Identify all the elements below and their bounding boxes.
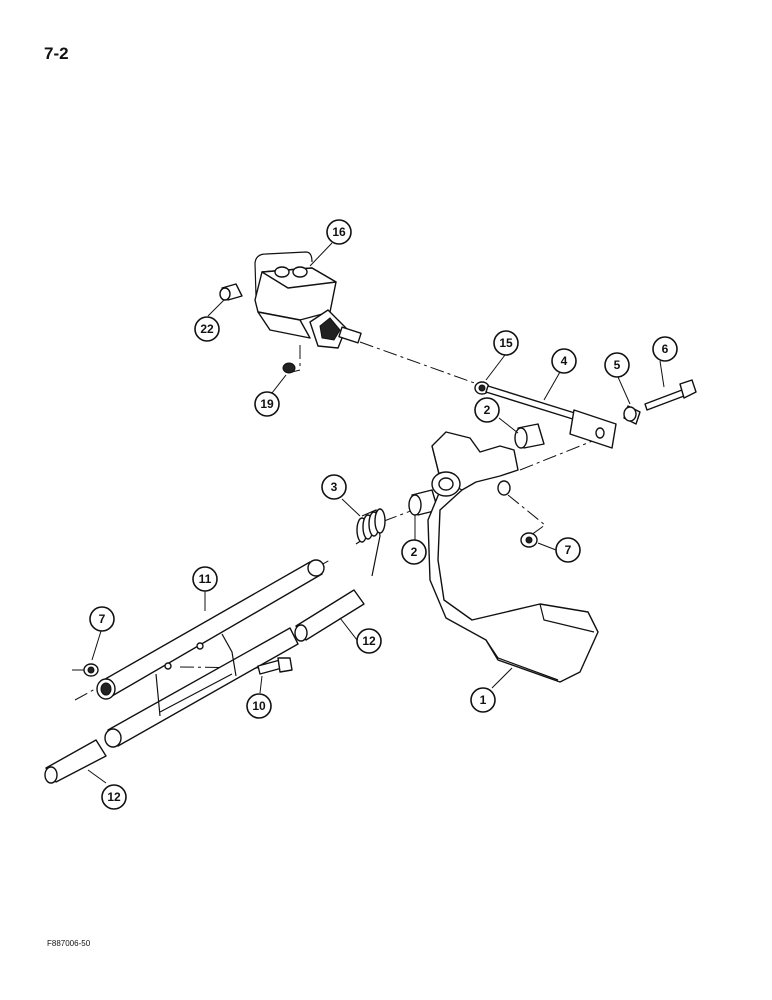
nut-7-left bbox=[83, 663, 99, 677]
leader-16 bbox=[309, 242, 333, 267]
leader-4 bbox=[543, 371, 561, 401]
brake-pedal-1 bbox=[427, 431, 599, 683]
nut-7-right bbox=[520, 532, 538, 548]
svg-text:7: 7 bbox=[99, 612, 106, 626]
assembly-centerline-pedal-shaft bbox=[359, 437, 601, 531]
callout-2-upper: 2 bbox=[474, 397, 500, 423]
leader-10 bbox=[259, 675, 263, 694]
svg-text:1: 1 bbox=[480, 693, 487, 707]
nut-15 bbox=[474, 381, 490, 395]
svg-text:10: 10 bbox=[252, 699, 266, 713]
leader-22 bbox=[207, 299, 225, 317]
svg-text:2: 2 bbox=[484, 403, 491, 417]
callout-2-lower: 2 bbox=[401, 539, 427, 565]
leader-6 bbox=[659, 360, 665, 388]
page-number: 7-2 bbox=[44, 44, 69, 63]
fitting-22 bbox=[219, 283, 243, 301]
leader-1 bbox=[491, 667, 513, 689]
leader-15 bbox=[485, 354, 506, 381]
svg-text:3: 3 bbox=[331, 480, 338, 494]
leader-19 bbox=[271, 374, 287, 394]
return-spring-3 bbox=[355, 508, 386, 577]
bushing-5 bbox=[623, 405, 641, 425]
bushing-2-upper bbox=[514, 423, 545, 449]
callout-3: 3 bbox=[321, 474, 347, 500]
callout-12-right: 12 bbox=[356, 628, 382, 654]
callout-22: 22 bbox=[194, 316, 220, 342]
svg-text:7: 7 bbox=[565, 543, 572, 557]
bolt-10 bbox=[257, 657, 293, 675]
svg-text:12: 12 bbox=[362, 634, 376, 648]
leader-3 bbox=[341, 498, 361, 517]
callout-6: 6 bbox=[652, 336, 678, 362]
cross-shaft-11 bbox=[96, 559, 325, 748]
callout-12-left: 12 bbox=[101, 784, 127, 810]
callout-11: 11 bbox=[192, 566, 218, 592]
sleeve-12-right bbox=[294, 589, 365, 642]
assembly-centerline-nut-7-right bbox=[507, 494, 546, 539]
callout-7-right: 7 bbox=[555, 537, 581, 563]
assembly-centerline-nut-19 bbox=[291, 345, 301, 373]
svg-text:5: 5 bbox=[614, 358, 621, 372]
master-cylinder bbox=[254, 251, 362, 349]
svg-text:6: 6 bbox=[662, 342, 669, 356]
assembly-centerline-master-cylinder bbox=[359, 341, 481, 386]
callout-15: 15 bbox=[493, 330, 519, 356]
leader-7-right bbox=[537, 542, 557, 551]
svg-text:16: 16 bbox=[332, 225, 346, 239]
callout-19: 19 bbox=[254, 391, 280, 417]
leader-12-right bbox=[339, 617, 358, 641]
callout-4: 4 bbox=[551, 348, 577, 374]
sleeve-12-left bbox=[44, 739, 107, 784]
leader-5 bbox=[617, 376, 631, 405]
push-rod-4 bbox=[485, 385, 617, 449]
svg-text:11: 11 bbox=[199, 572, 212, 586]
svg-text:15: 15 bbox=[499, 336, 513, 350]
figure-code: F887006-50 bbox=[47, 939, 91, 948]
svg-text:4: 4 bbox=[561, 354, 568, 368]
callout-16: 16 bbox=[326, 219, 352, 245]
leader-2-upper bbox=[498, 417, 519, 434]
leader-7-left bbox=[91, 630, 102, 661]
svg-text:2: 2 bbox=[411, 545, 418, 559]
leader-12-left bbox=[87, 769, 107, 784]
bolt-6 bbox=[644, 379, 697, 411]
callout-10: 10 bbox=[246, 693, 272, 719]
nut-19 bbox=[282, 362, 296, 374]
svg-text:22: 22 bbox=[200, 322, 214, 336]
svg-text:19: 19 bbox=[260, 397, 274, 411]
svg-text:12: 12 bbox=[107, 790, 121, 804]
callout-5: 5 bbox=[604, 352, 630, 378]
callout-7-left: 7 bbox=[89, 606, 115, 632]
callout-1: 1 bbox=[470, 687, 496, 713]
